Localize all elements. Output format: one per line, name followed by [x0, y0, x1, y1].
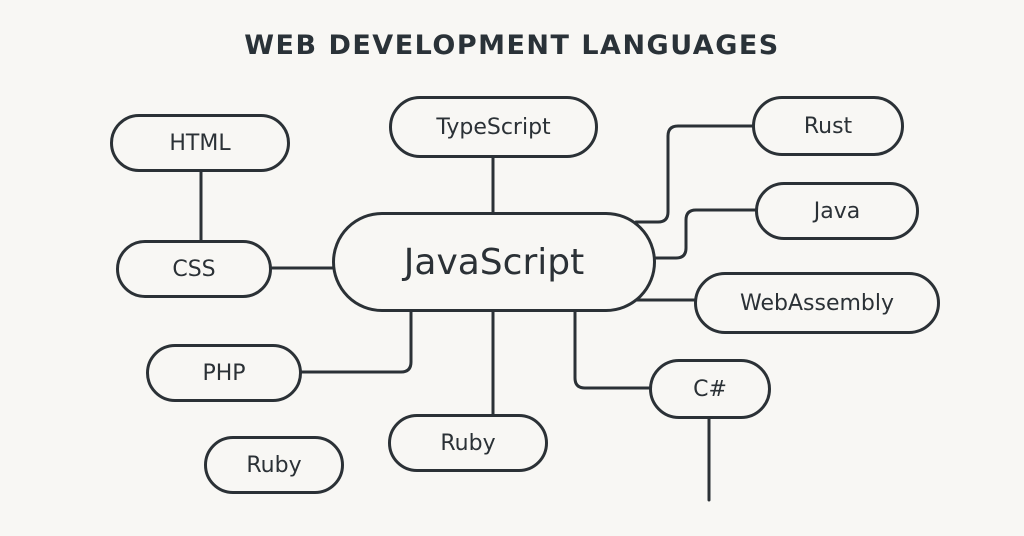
node-typescript: TypeScript — [389, 96, 598, 158]
node-html: HTML — [110, 114, 290, 172]
link-javascript-csharp — [573, 310, 652, 390]
node-php: PHP — [146, 344, 302, 402]
page-title: WEB DEVELOPMENT LANGUAGES — [244, 30, 780, 61]
link-javascript-php — [300, 310, 413, 374]
node-javascript: JavaScript — [332, 212, 656, 312]
link-javascript-java — [654, 208, 758, 260]
node-java: Java — [755, 182, 919, 240]
node-rust: Rust — [752, 96, 904, 156]
node-css: CSS — [116, 240, 272, 298]
node-ruby-center: Ruby — [388, 414, 548, 472]
node-webassembly: WebAssembly — [694, 272, 940, 334]
node-csharp: C# — [649, 359, 771, 419]
link-javascript-rust — [634, 124, 754, 224]
node-ruby-left: Ruby — [204, 436, 344, 494]
